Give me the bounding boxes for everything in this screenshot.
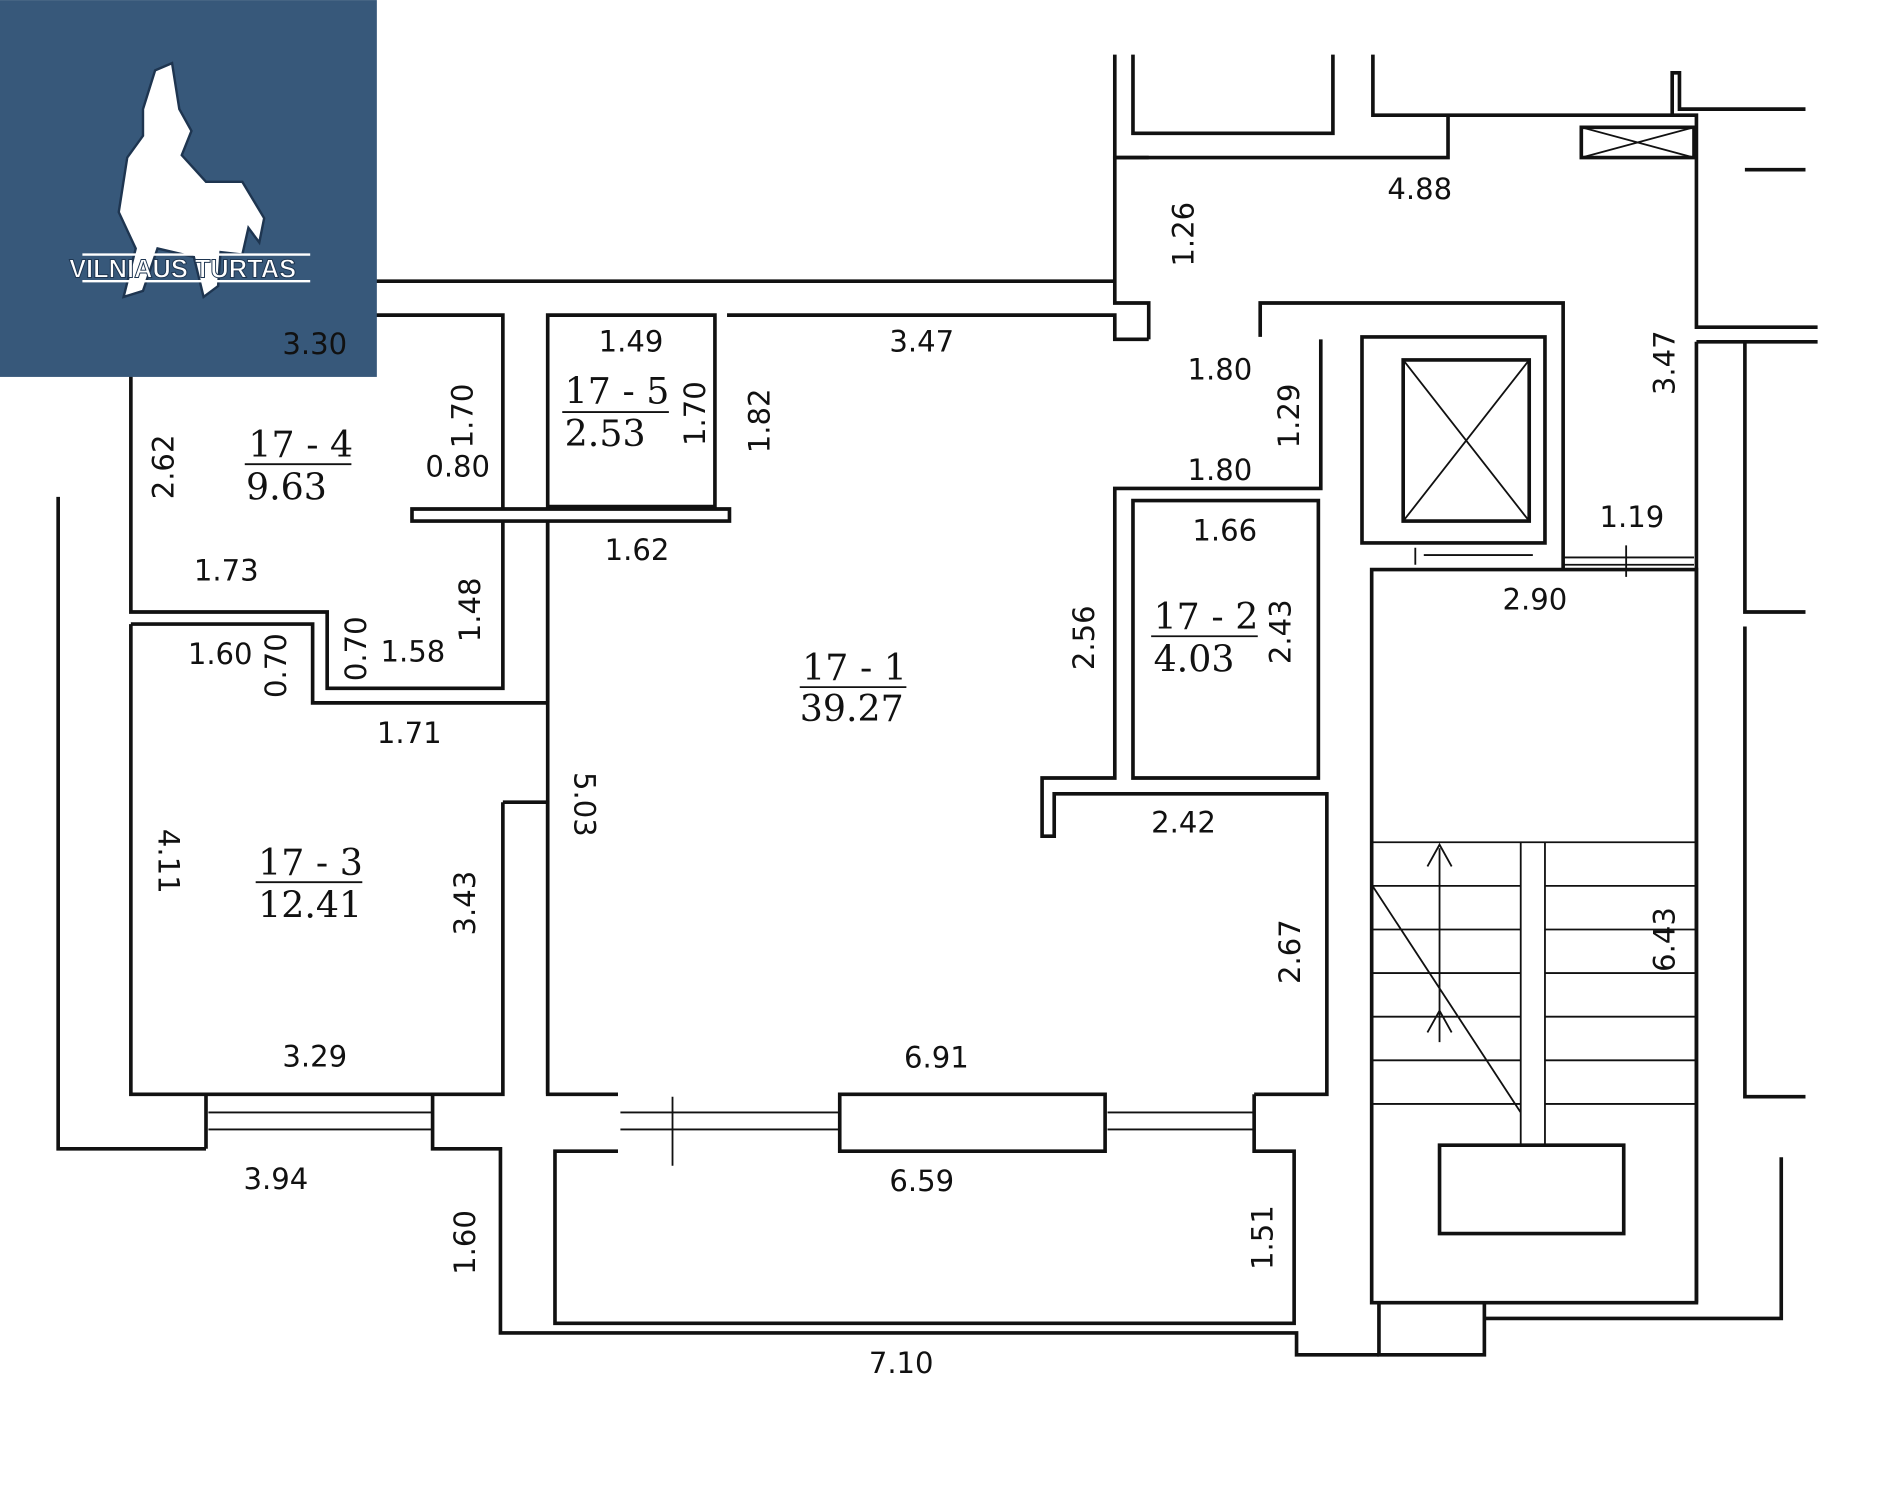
svg-text:1.19: 1.19 [1599, 500, 1664, 534]
svg-text:9.63: 9.63 [246, 465, 327, 508]
svg-text:4.88: 4.88 [1387, 172, 1452, 206]
svg-text:6.59: 6.59 [889, 1164, 954, 1198]
svg-text:2.90: 2.90 [1503, 583, 1568, 617]
svg-text:1.26: 1.26 [1167, 202, 1201, 267]
room-17-2: 17 - 24.03 [1151, 595, 1258, 680]
svg-text:3.30: 3.30 [282, 327, 347, 361]
svg-text:2.56: 2.56 [1067, 605, 1101, 670]
svg-text:1.60: 1.60 [188, 637, 253, 671]
walls [56, 54, 1818, 1357]
svg-text:39.27: 39.27 [800, 687, 904, 730]
svg-text:1.80: 1.80 [1188, 453, 1253, 487]
svg-text:3.43: 3.43 [448, 871, 482, 936]
svg-text:1.82: 1.82 [742, 389, 776, 454]
svg-text:1.66: 1.66 [1192, 514, 1257, 548]
svg-text:1.73: 1.73 [194, 553, 259, 587]
logo-text: VILNIAUS TURTAS [69, 256, 296, 284]
room-17-4: 17 - 49.63 [244, 423, 353, 508]
svg-text:17 - 4: 17 - 4 [248, 423, 353, 466]
fixtures [208, 126, 1697, 1166]
svg-text:1.58: 1.58 [380, 635, 445, 669]
svg-text:1.70: 1.70 [678, 381, 712, 446]
svg-text:1.29: 1.29 [1272, 384, 1306, 449]
svg-text:4.03: 4.03 [1154, 637, 1235, 680]
svg-text:1.80: 1.80 [1188, 352, 1253, 386]
svg-text:1.49: 1.49 [599, 324, 664, 358]
svg-text:7.10: 7.10 [869, 1346, 934, 1380]
svg-text:2.53: 2.53 [565, 412, 646, 455]
dimension-labels: 3.30 1.49 3.47 4.88 1.26 1.80 1.29 3.47 … [146, 172, 1681, 1380]
svg-text:17 - 3: 17 - 3 [258, 841, 363, 884]
svg-text:3.94: 3.94 [244, 1162, 309, 1196]
svg-text:5.03: 5.03 [567, 772, 601, 837]
svg-text:1.60: 1.60 [448, 1210, 482, 1275]
svg-text:6.91: 6.91 [904, 1041, 969, 1075]
svg-text:17 - 5: 17 - 5 [565, 370, 670, 413]
svg-text:2.42: 2.42 [1151, 806, 1216, 840]
svg-text:1.71: 1.71 [377, 716, 442, 750]
svg-text:3.29: 3.29 [282, 1039, 347, 1073]
svg-text:12.41: 12.41 [258, 883, 362, 926]
svg-text:4.11: 4.11 [152, 829, 186, 894]
svg-text:3.47: 3.47 [889, 324, 954, 358]
room-17-5: 17 - 52.53 [562, 370, 669, 455]
room-17-3: 17 - 312.41 [255, 841, 363, 926]
svg-text:2.62: 2.62 [146, 435, 180, 500]
svg-text:17 - 1: 17 - 1 [802, 646, 907, 689]
svg-text:0.80: 0.80 [425, 449, 490, 483]
room-17-1: 17 - 139.27 [800, 646, 907, 730]
svg-text:17 - 2: 17 - 2 [1154, 595, 1259, 638]
room-labels: 17 - 49.63 17 - 52.53 17 - 24.03 17 - 13… [244, 370, 1258, 926]
svg-text:6.43: 6.43 [1648, 907, 1682, 972]
svg-text:3.47: 3.47 [1648, 330, 1682, 395]
svg-text:2.67: 2.67 [1273, 919, 1307, 984]
svg-text:1.48: 1.48 [453, 578, 487, 643]
svg-text:1.62: 1.62 [605, 533, 670, 567]
svg-text:1.51: 1.51 [1245, 1205, 1279, 1270]
svg-text:2.43: 2.43 [1263, 599, 1297, 664]
svg-text:1.70: 1.70 [446, 384, 480, 449]
svg-text:0.70: 0.70 [259, 633, 293, 698]
wolf-logo-icon [82, 61, 311, 300]
svg-text:0.70: 0.70 [339, 616, 373, 681]
